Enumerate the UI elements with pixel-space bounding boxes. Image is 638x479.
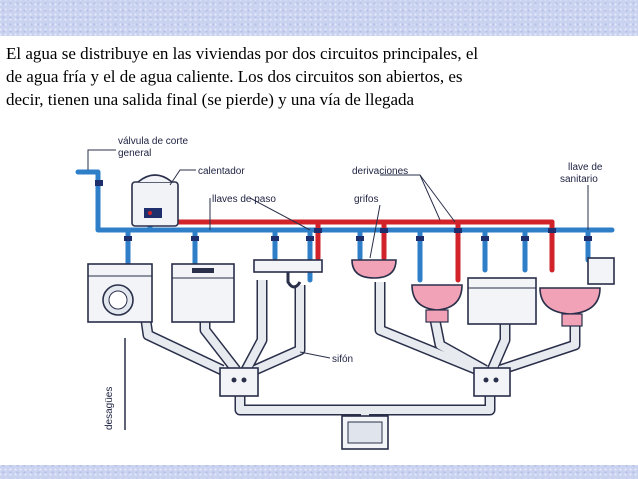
plumbing-diagram-canvas: válvula de corte general calentador llav… xyxy=(75,136,615,450)
label-taps: grifos xyxy=(354,194,378,205)
kitchen-sink xyxy=(253,259,323,289)
washing-machine xyxy=(87,263,153,323)
label-shutoff-valve-2: general xyxy=(118,148,151,159)
caption-line-1: El agua se distribuye en las viviendas p… xyxy=(6,44,479,63)
stopcock-markers xyxy=(95,180,592,241)
label-branches: derivaciones xyxy=(352,166,408,177)
bathroom-sink xyxy=(351,259,397,279)
plumbing-diagram: válvula de corte general calentador llav… xyxy=(0,130,638,465)
caption-text-block: El agua se distribuye en las viviendas p… xyxy=(0,36,638,130)
label-drains: desagües xyxy=(104,387,115,430)
label-shutoff-valve-1: válvula de corte xyxy=(118,136,188,147)
label-stopcocks: llaves de paso xyxy=(212,194,276,205)
label-leader-lines xyxy=(87,149,589,359)
label-sanitary-valve-2: sanitario xyxy=(560,174,598,185)
bidet xyxy=(411,284,463,323)
toilet xyxy=(539,257,615,327)
drain-box-right xyxy=(473,367,511,397)
label-trap: sifón xyxy=(332,354,353,365)
label-heater: calentador xyxy=(198,166,245,177)
label-sanitary-valve-1: llave de xyxy=(568,162,603,173)
drain-box-left xyxy=(219,367,259,397)
bathtub xyxy=(467,277,537,325)
diagram-labels: válvula de corte general calentador llav… xyxy=(104,136,603,430)
dishwasher xyxy=(171,263,235,323)
caption-line-3: decir, tienen una salida final (se pierd… xyxy=(6,90,415,109)
sewer-box xyxy=(341,415,389,450)
caption-line-2: de agua fría y el de agua caliente. Los … xyxy=(6,67,463,86)
water-heater xyxy=(131,174,179,227)
